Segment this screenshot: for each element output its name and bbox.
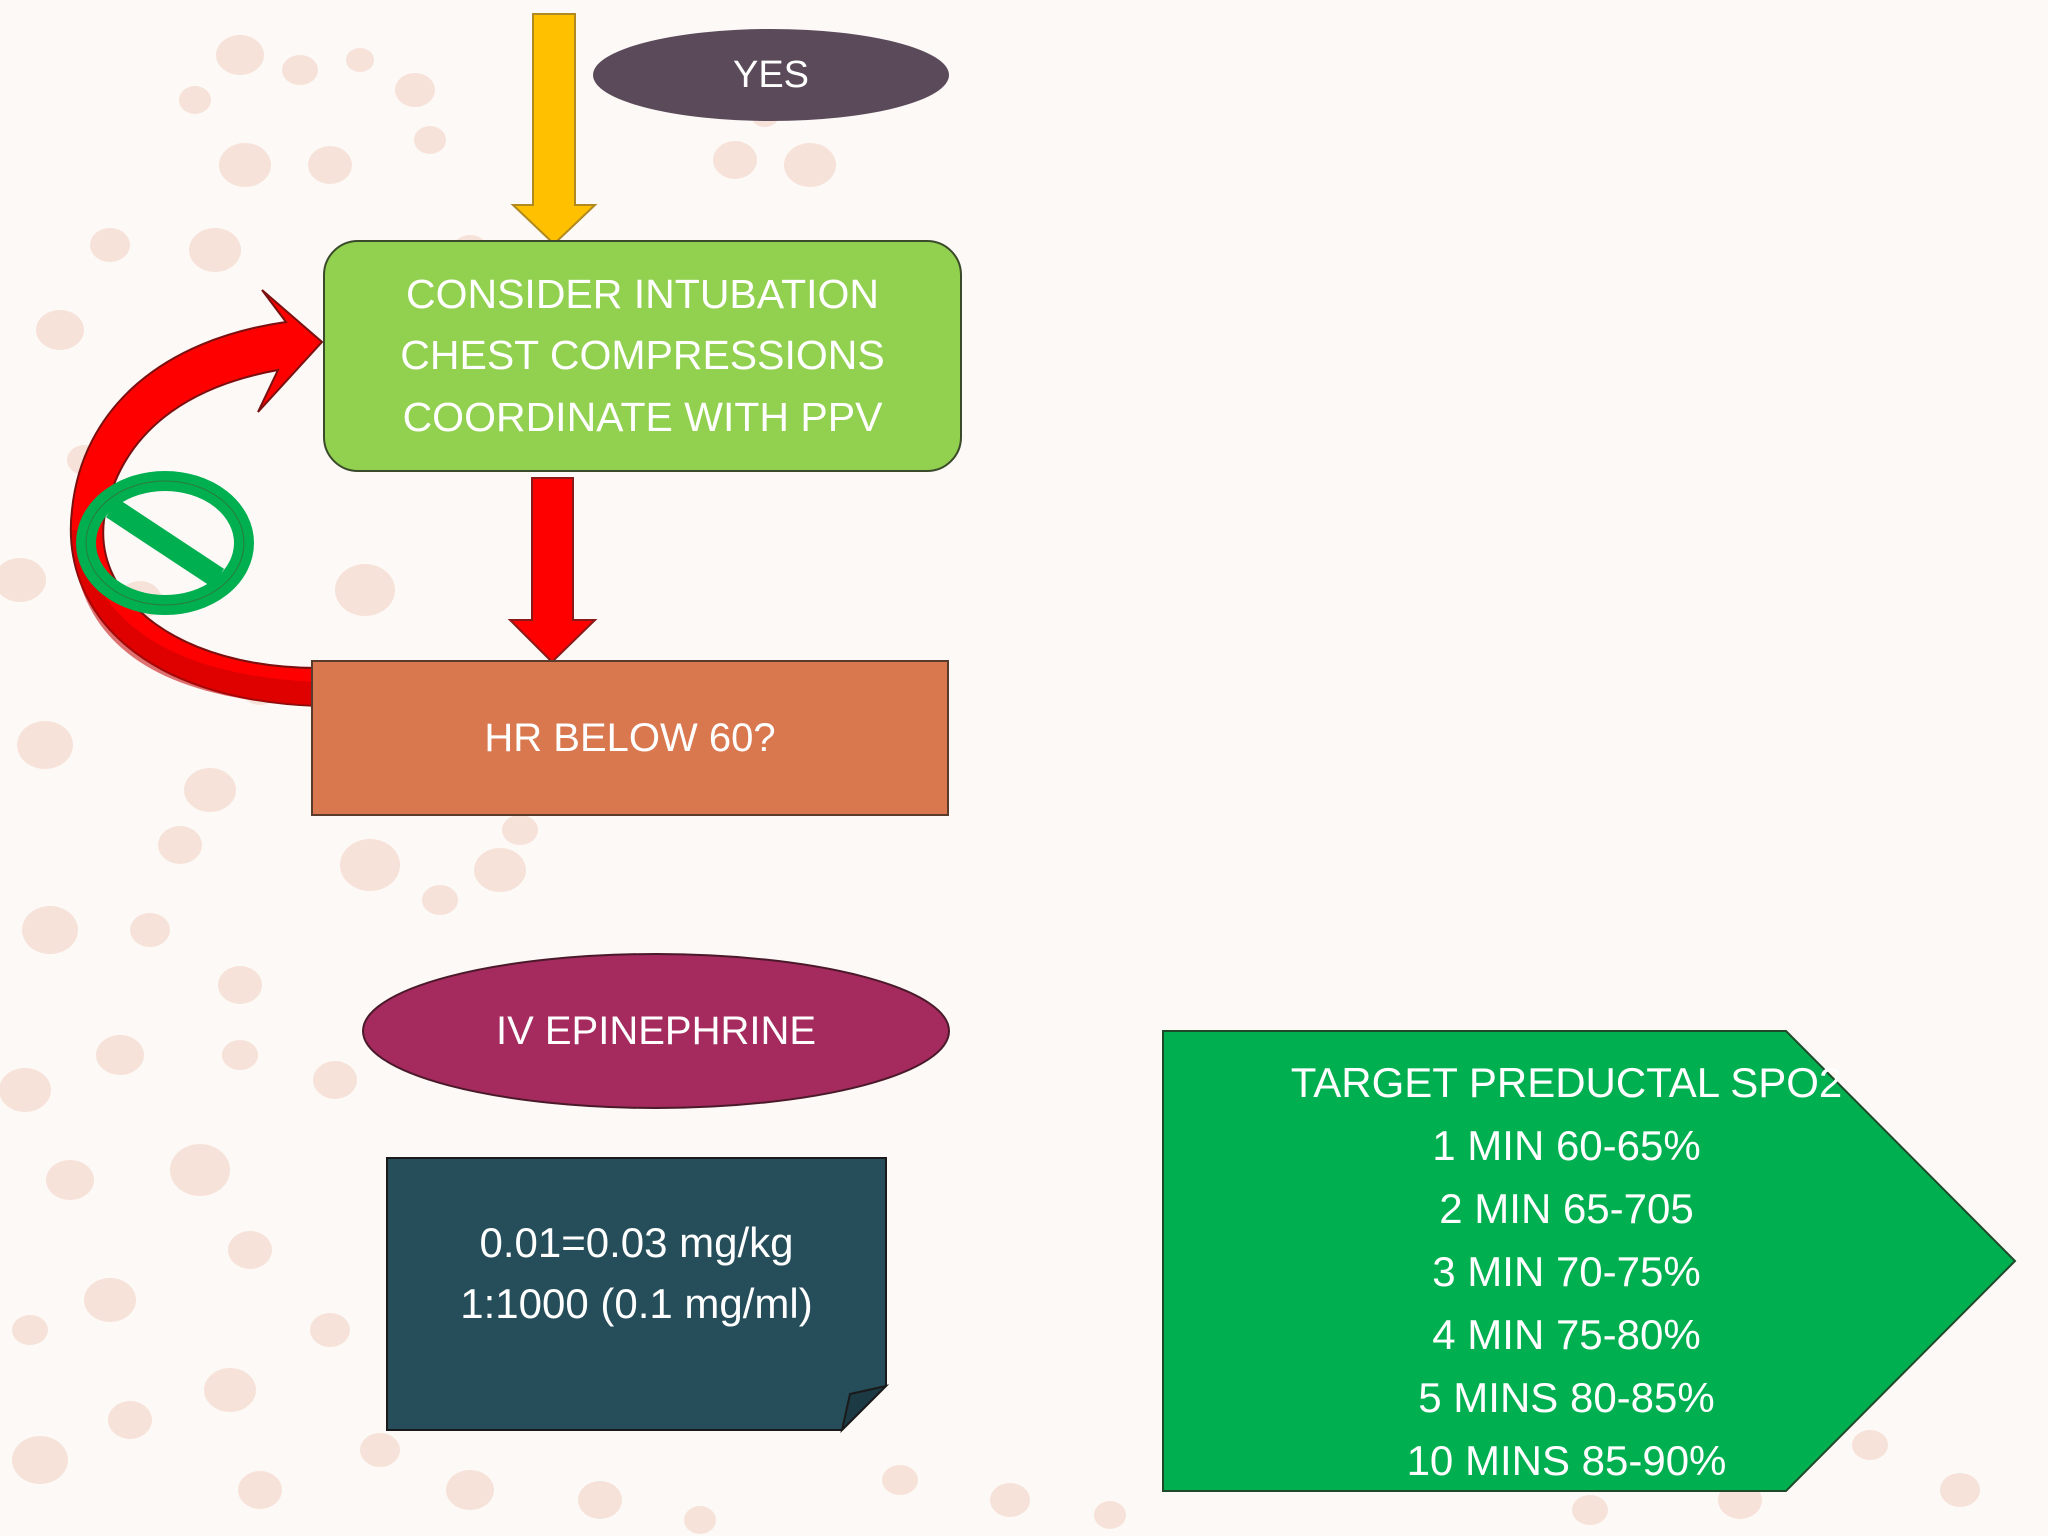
background-dot — [340, 839, 400, 891]
background-dot — [474, 848, 526, 892]
background-dot — [184, 768, 236, 812]
background-dot — [502, 815, 538, 845]
background-dot — [189, 228, 241, 272]
intervention-box: CONSIDER INTUBATION CHEST COMPRESSIONS C… — [324, 241, 961, 471]
background-dot — [46, 1160, 94, 1200]
background-dot — [219, 143, 271, 187]
epinephrine-oval-shape — [362, 953, 950, 1109]
background-dot — [0, 1068, 51, 1112]
background-dot — [1094, 1501, 1126, 1529]
background-dot — [313, 1061, 357, 1099]
background-dot — [346, 48, 374, 72]
intervention-line: CONSIDER INTUBATION — [405, 270, 880, 317]
target-title: TARGET PREDUCTAL SPO2 — [1290, 1059, 1843, 1106]
red-arrow-down-icon — [507, 477, 598, 664]
dose-line: 0.01=0.03 mg/kg — [479, 1219, 794, 1267]
target-spo2-list: TARGET PREDUCTAL SPO2 1 MIN 60-65% 2 MIN… — [1163, 1031, 1900, 1491]
background-dot — [96, 1035, 144, 1075]
target-row: 10 MINS 85-90% — [1406, 1437, 1727, 1484]
background-dot — [204, 1368, 256, 1412]
background-dot — [238, 1471, 282, 1509]
background-dot — [360, 1433, 400, 1467]
dose-note: 0.01=0.03 mg/kg 1:1000 (0.1 mg/ml) — [387, 1158, 886, 1430]
background-dot — [308, 146, 352, 184]
background-dot — [414, 126, 446, 154]
background-dot — [422, 885, 458, 915]
hr-question-box-shape — [311, 660, 949, 816]
target-row: 4 MIN 75-80% — [1432, 1311, 1701, 1358]
background-dot — [1852, 1430, 1888, 1460]
background-dot — [218, 966, 262, 1004]
target-row: 5 MINS 80-85% — [1418, 1374, 1715, 1421]
background-dot — [222, 1040, 258, 1070]
background-dot — [882, 1465, 918, 1495]
background-dot — [36, 310, 84, 350]
background-dot — [0, 558, 46, 602]
background-dot — [713, 141, 757, 179]
dose-note-fold — [840, 1384, 890, 1434]
background-dot — [90, 228, 130, 262]
yellow-arrow-down-icon — [510, 13, 598, 246]
background-dot — [282, 55, 318, 85]
target-row: 1 MIN 60-65% — [1432, 1122, 1701, 1169]
background-dot — [684, 1506, 716, 1534]
background-dot — [170, 1144, 230, 1196]
background-dot — [310, 1313, 350, 1347]
yes-oval-shape — [593, 29, 949, 121]
background-dot — [335, 564, 395, 616]
dose-line: 1:1000 (0.1 mg/ml) — [460, 1280, 813, 1327]
background-dot — [1572, 1495, 1608, 1525]
background-dot — [12, 1315, 48, 1345]
no-symbol-icon — [76, 471, 254, 615]
background-dot — [228, 1231, 272, 1269]
target-row: 3 MIN 70-75% — [1432, 1248, 1701, 1295]
background-dot — [17, 721, 73, 769]
target-pentagon-shape — [1162, 1030, 2017, 1492]
intervention-box-shape — [323, 240, 962, 472]
background-dot — [216, 35, 264, 75]
background-dot — [578, 1481, 622, 1519]
background-dot — [1940, 1473, 1980, 1507]
background-dot — [12, 1436, 68, 1484]
background-dot — [990, 1483, 1030, 1517]
background-dot — [784, 143, 836, 187]
background-dot — [130, 913, 170, 947]
target-row: 2 MIN 65-705 — [1439, 1185, 1694, 1232]
background-dot — [108, 1401, 152, 1439]
intervention-line: CHEST COMPRESSIONS — [400, 332, 885, 379]
background-dot — [395, 73, 435, 107]
background-dot — [84, 1278, 136, 1322]
background-dot — [179, 86, 211, 114]
intervention-line: COORDINATE WITH PPV — [402, 393, 883, 440]
background-dots — [0, 35, 1980, 1534]
yes-label: YES — [732, 53, 810, 96]
background-dot — [22, 906, 78, 954]
epinephrine-label: IV EPINEPHRINE — [495, 1008, 817, 1053]
background-dot — [158, 826, 202, 864]
hr-question-box: HR BELOW 60? — [484, 715, 776, 760]
background-dot — [446, 1470, 494, 1510]
